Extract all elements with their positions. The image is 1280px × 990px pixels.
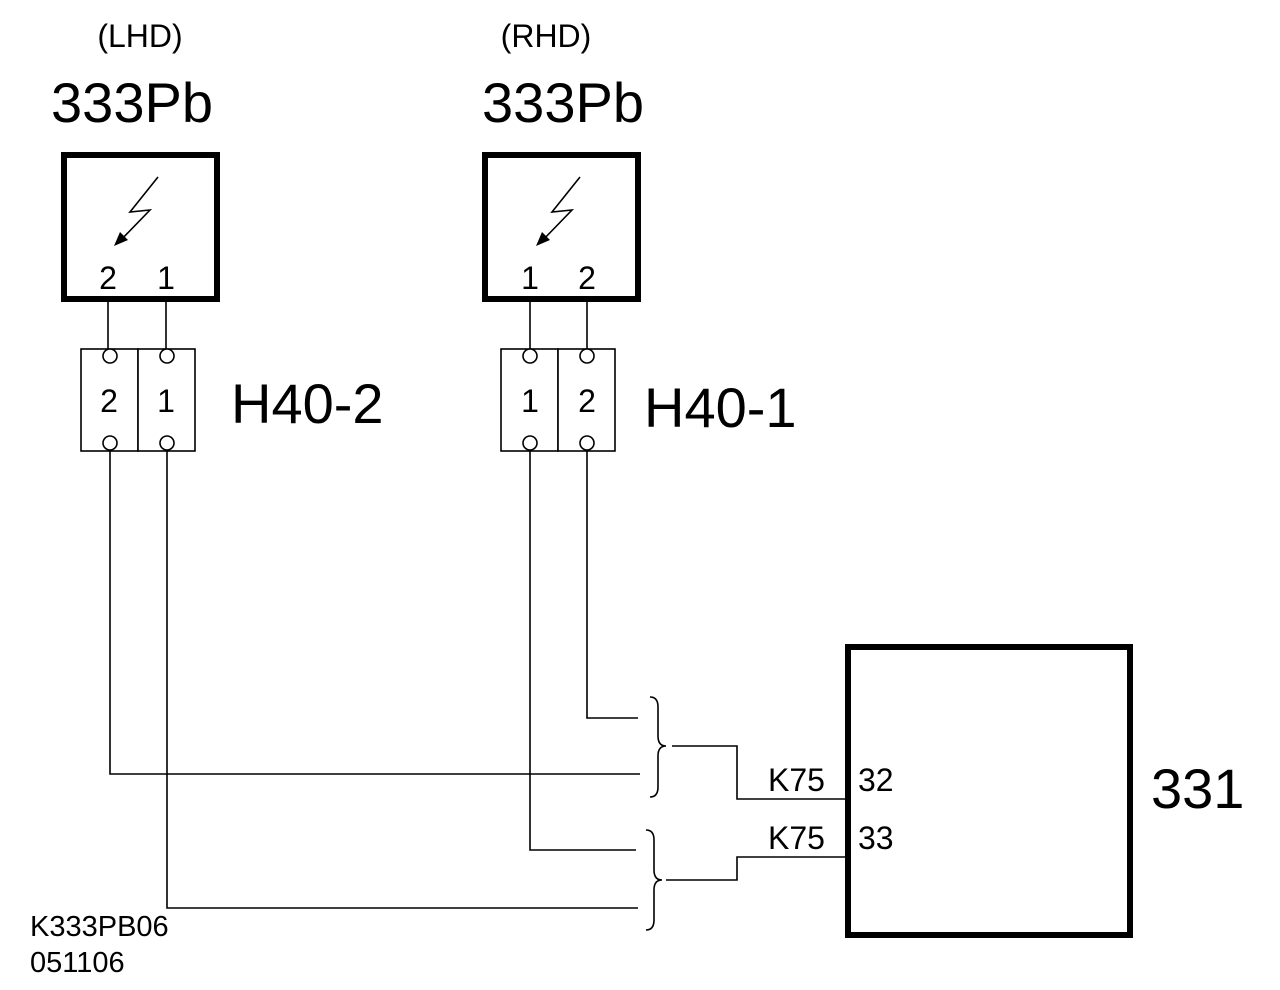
left-connector-name-label: H40-2 [231, 372, 384, 435]
left-connector-pin-a: 2 [100, 383, 118, 419]
terminal-33-pin-label: 33 [858, 820, 894, 856]
right-sensor-box [482, 152, 641, 302]
right-sensor-pin-a: 1 [521, 260, 539, 296]
drawing-id-label: K333PB06 [30, 911, 169, 943]
control-unit-name-label: 331 [1151, 757, 1244, 820]
terminal-32-connector-label: K75 [768, 762, 825, 798]
right-connector-pin-a: 1 [521, 383, 539, 419]
left-sensor-pin-a: 2 [99, 260, 117, 296]
terminal-33-connector-label: K75 [768, 820, 825, 856]
control-unit-box [845, 644, 1133, 938]
upper-splice-brace [649, 696, 667, 798]
left-sensor-pin-b: 1 [157, 260, 175, 296]
right-sensor-lightning-arrow-icon [536, 176, 581, 246]
left-sensor-box [61, 152, 220, 302]
left-connector [80, 348, 196, 452]
right-sensor-name-label: 333Pb [482, 71, 644, 134]
left-sensor-lightning-arrow-icon [114, 176, 159, 246]
left-sensor-variant-label: (LHD) [97, 18, 182, 54]
lower-splice-brace [645, 829, 663, 931]
right-sensor-pin-b: 2 [578, 260, 596, 296]
control-unit-feed-wires [666, 745, 848, 881]
sensor-to-connector-wires [107, 301, 588, 349]
right-connector [500, 348, 616, 452]
left-connector-pin-b: 1 [157, 383, 175, 419]
drawing-date-code-label: 051106 [30, 947, 125, 979]
harness-wires [109, 450, 640, 909]
right-sensor-variant-label: (RHD) [501, 18, 592, 54]
terminal-32-pin-label: 32 [858, 762, 894, 798]
right-connector-pin-b: 2 [578, 383, 596, 419]
right-connector-name-label: H40-1 [644, 376, 797, 439]
left-sensor-name-label: 333Pb [51, 71, 213, 134]
